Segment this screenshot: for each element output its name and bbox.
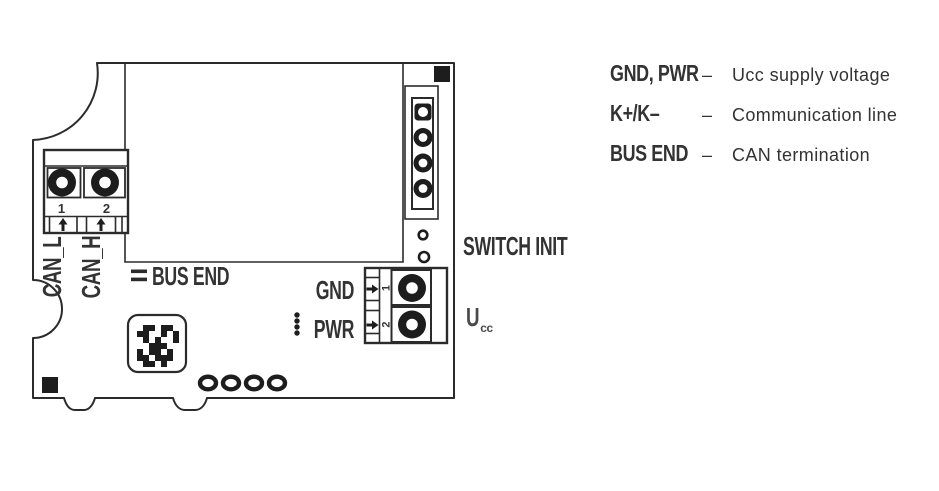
jumper-dots-icon [294,312,300,336]
legend-dash: – [702,145,713,165]
legend-desc: CAN termination [732,145,871,165]
can-screw-cell-1 [46,167,82,199]
ucc-label: Ucc [466,302,497,335]
legend-dash: – [702,65,713,85]
legend-desc: Communication line [732,105,898,125]
power-screw-cell-1 [390,269,432,306]
switch-init-pin-icon [417,229,429,241]
power-terminal-block: 1 2 [363,266,449,345]
bus-connector [404,85,439,220]
can-pin1-number: 1 [58,201,65,216]
can-terminal-block: 1 2 [42,148,130,235]
power-pin2-number: 2 [381,321,393,327]
up-arrow-icon [96,218,106,231]
solder-pad-icon [266,374,288,392]
legend-dash: – [702,105,713,125]
gnd-label: GND [315,275,355,305]
legend-term: K+/K– [610,100,660,126]
legend-row-gnd-pwr: GND, PWR – Ucc supply voltage [610,60,897,100]
legend-row-k-line: K+/K– – Communication line [610,100,897,140]
right-arrow-icon [366,320,379,330]
solder-pads [197,374,288,392]
can-screw-cell-2 [83,167,126,199]
legend-row-bus-end: BUS END – CAN termination [610,140,897,180]
bus-end-label: BUS END [152,261,230,291]
can-pin2-number: 2 [103,201,110,216]
solder-pad-icon [243,374,265,392]
corner-marker-top-right [434,66,450,82]
ucc-subscript: cc [480,321,493,335]
power-pin1-number: 1 [381,285,393,291]
pwr-label: PWR [313,314,355,344]
solder-pad-icon [197,374,219,392]
switch-init-pins [417,229,431,264]
switch-init-pin-icon [417,250,431,264]
switch-init-label: SWITCH INIT [463,231,568,261]
datamatrix-pattern [137,325,179,367]
legend-term: GND, PWR [610,60,699,86]
up-arrow-icon [58,218,68,231]
can-l-label: CAN_L [37,236,67,298]
can-h-label: CAN_H [76,235,106,299]
ucc-base: U [466,302,480,332]
legend: GND, PWR – Ucc supply voltage K+/K– – Co… [610,60,897,180]
corner-marker-bottom-left [42,377,58,393]
legend-term: BUS END [610,140,689,166]
right-arrow-icon [366,284,379,294]
bus-end-symbol-icon [131,269,147,282]
legend-desc: Ucc supply voltage [732,65,891,85]
solder-pad-icon [220,374,242,392]
power-screw-cell-2 [390,306,432,343]
